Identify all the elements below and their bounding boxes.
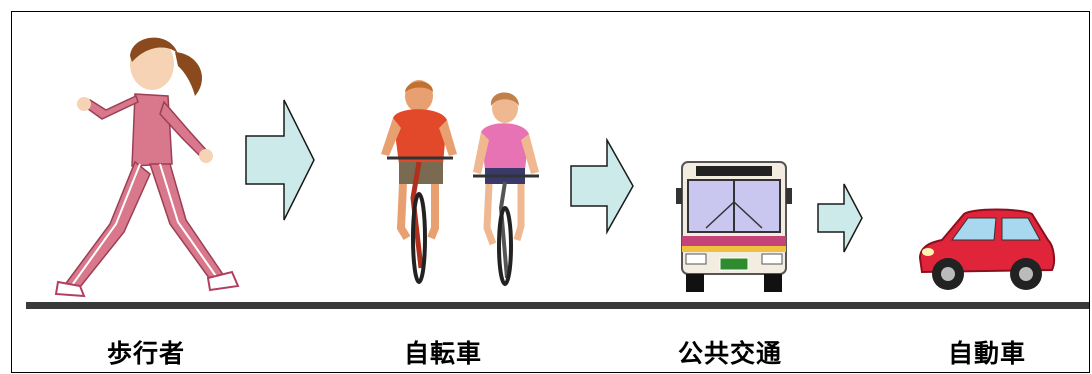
walking-woman-icon xyxy=(54,37,240,298)
label-bicycle: 自転車 xyxy=(403,339,483,368)
arrow-icon xyxy=(570,138,634,235)
label-pedestrian: 歩行者 xyxy=(106,339,186,368)
cyclists-icon xyxy=(381,80,539,286)
bus-icon xyxy=(676,161,792,292)
arrow-icon xyxy=(817,183,863,253)
label-public-transport: 公共交通 xyxy=(677,339,783,368)
car-icon xyxy=(918,208,1056,290)
diagram-frame: 歩行者 自転車 公共交通 自動車 xyxy=(11,11,1090,373)
ground-line xyxy=(26,302,1089,309)
label-car: 自動車 xyxy=(947,339,1027,368)
arrow-icon xyxy=(245,99,315,221)
